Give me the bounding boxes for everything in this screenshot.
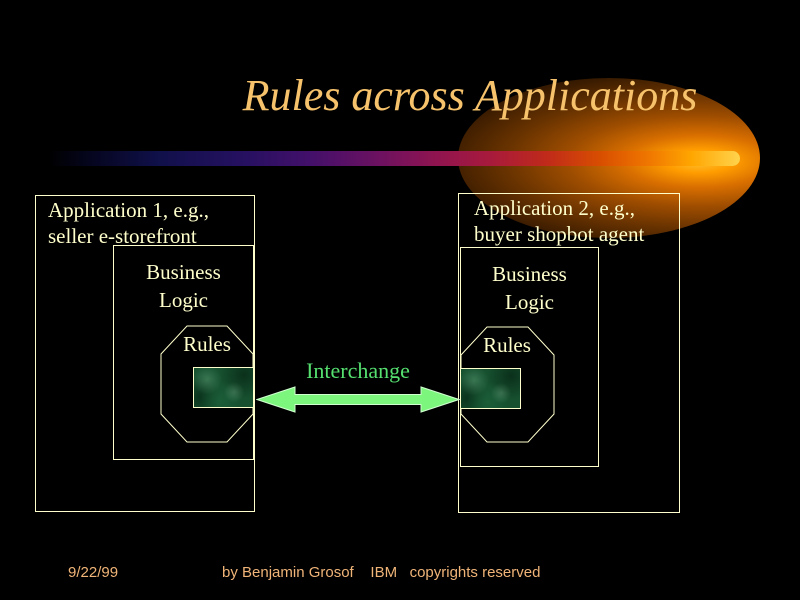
- application1-label: Application 1, e.g., seller e-storefront: [48, 197, 209, 249]
- business-logic2-line2: Logic: [505, 290, 554, 314]
- application2-label: Application 2, e.g., buyer shopbot agent: [474, 195, 644, 247]
- business-logic2-label: Business Logic: [461, 260, 598, 316]
- business-logic1-line2: Logic: [159, 288, 208, 312]
- rules1-label: Rules: [183, 332, 231, 356]
- business-logic1-line1: Business: [146, 260, 221, 284]
- footer-date: 9/22/99: [68, 564, 119, 581]
- business-logic1-box: Business Logic: [113, 245, 254, 460]
- rules2-texture-swatch: [460, 368, 521, 409]
- rules1-octagon-outline: [160, 325, 254, 443]
- application1-box: Application 1, e.g., seller e-storefront: [35, 195, 255, 512]
- rules1-texture-swatch: [193, 367, 254, 408]
- rules1-octagon: [160, 325, 254, 443]
- business-logic1-label: Business Logic: [114, 258, 253, 314]
- interchange-double-arrow-icon: [256, 386, 460, 413]
- application2-box: Application 2, e.g., buyer shopbot agent: [458, 193, 680, 513]
- slide-title: Rules across Applications: [242, 71, 698, 120]
- interchange-label: Interchange: [306, 358, 410, 383]
- footer-credit: by Benjamin Grosof IBM copyrights reserv…: [222, 564, 541, 581]
- gradient-bar-decoration: [48, 151, 740, 166]
- interchange-double-arrow-shape: [256, 386, 460, 413]
- application1-label-line1: Application 1, e.g.,: [48, 198, 209, 222]
- application1-label-line2: seller e-storefront: [48, 224, 197, 248]
- rules2-label: Rules: [483, 333, 531, 357]
- application2-label-line1: Application 2, e.g.,: [474, 196, 635, 220]
- application2-label-line2: buyer shopbot agent: [474, 222, 645, 246]
- business-logic2-line1: Business: [492, 262, 567, 286]
